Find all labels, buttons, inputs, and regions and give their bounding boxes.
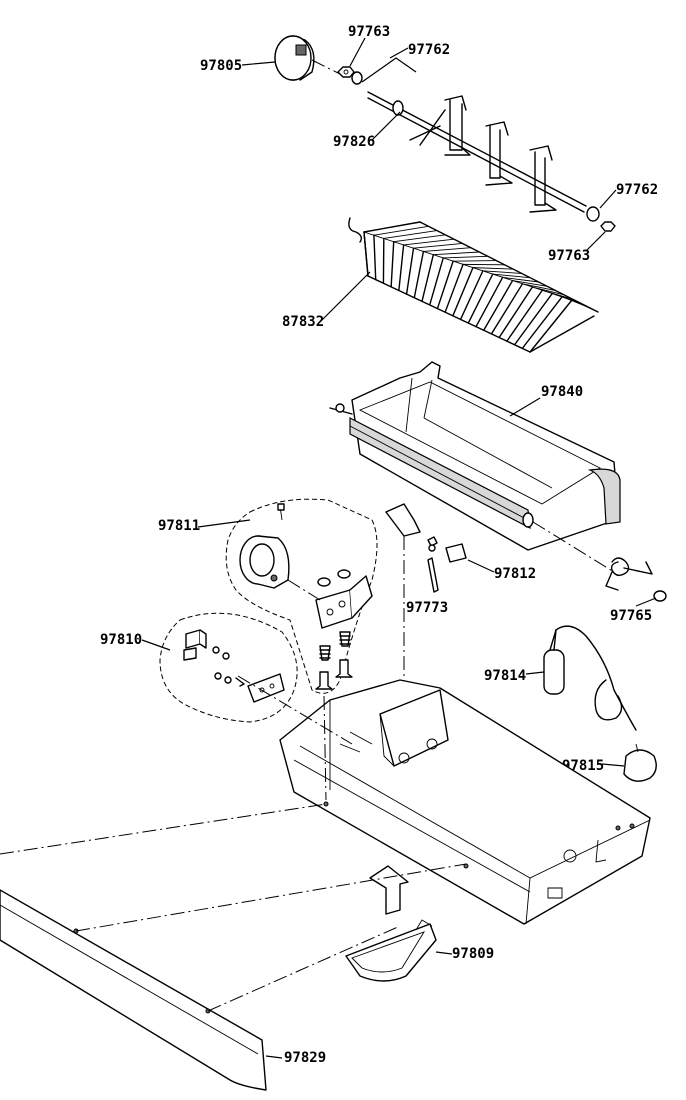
insert-direction-arrow xyxy=(369,865,409,915)
rack-crossbar xyxy=(522,283,556,292)
rack-crossbar xyxy=(532,286,565,296)
label-97762-top: 97762 xyxy=(408,42,450,58)
rack-crossbar xyxy=(393,234,446,243)
rack-bar xyxy=(506,289,543,342)
rack-bar xyxy=(490,283,524,335)
rack-bar xyxy=(498,286,534,339)
rack-crossbar xyxy=(571,299,599,313)
label-97763-right: 97763 xyxy=(548,248,590,264)
rack-bar xyxy=(521,296,563,350)
label-97763-top: 97763 xyxy=(348,24,390,40)
rack-bar xyxy=(459,270,484,321)
rack-bar xyxy=(429,257,444,306)
part-97814-heater-cable xyxy=(543,625,637,731)
label-97765: 97765 xyxy=(610,608,652,624)
rack-crossbar xyxy=(482,270,522,274)
rack-bar xyxy=(405,247,415,295)
label-97810: 97810 xyxy=(100,632,142,648)
rack-bar xyxy=(444,263,464,313)
rack-crossbar xyxy=(512,280,548,287)
part-97829-front-panel xyxy=(0,803,467,1091)
rack-crossbar xyxy=(413,242,463,249)
rack-bar xyxy=(529,299,573,353)
part-97765-spring xyxy=(605,557,667,602)
rack-bar xyxy=(483,279,514,331)
rack-bar xyxy=(363,231,369,277)
label-97812: 97812 xyxy=(494,566,536,582)
label-97826: 97826 xyxy=(333,134,375,150)
rack-bar xyxy=(398,244,405,292)
rack-crossbar xyxy=(423,247,471,252)
part-87832-wire-rack xyxy=(348,217,599,353)
rack-bar xyxy=(475,276,504,328)
part-97805-motor xyxy=(274,35,341,81)
label-97773: 97773 xyxy=(406,600,448,616)
rack-bar xyxy=(373,234,377,281)
rack-crossbar xyxy=(502,276,539,283)
label-97809: 97809 xyxy=(452,946,494,962)
part-97811-motor-mount-group xyxy=(225,498,378,694)
part-97812-bracket xyxy=(385,503,467,688)
rack-bar xyxy=(421,253,435,303)
rack-bar xyxy=(436,260,454,310)
rack-bar xyxy=(390,241,395,288)
label-97811: 97811 xyxy=(158,518,200,534)
part-97815-knob xyxy=(623,743,657,782)
part-97762-bushing-right xyxy=(586,206,600,222)
label-97762-right: 97762 xyxy=(616,182,658,198)
label-97805: 97805 xyxy=(200,58,242,74)
part-97840-ice-bucket xyxy=(329,361,621,573)
part-97763-nut-top xyxy=(337,66,355,78)
rack-crossbar xyxy=(492,273,531,279)
part-97763-nut-right xyxy=(600,221,616,232)
rack-bar xyxy=(413,250,425,299)
part-97809-drip-tray xyxy=(345,919,437,982)
rack-crossbar xyxy=(433,251,480,256)
rack-crossbar xyxy=(373,225,429,236)
rack-crossbar xyxy=(542,289,573,300)
rack-bar xyxy=(452,266,474,317)
part-97810-switch-group xyxy=(159,612,298,723)
rack-crossbar xyxy=(472,267,514,270)
rack-crossbar xyxy=(403,238,454,246)
label-87832: 87832 xyxy=(282,314,324,330)
rack-crossbar xyxy=(363,221,421,233)
rack-crossbar xyxy=(453,260,497,262)
label-97814: 97814 xyxy=(484,668,526,684)
label-97829: 97829 xyxy=(284,1050,326,1066)
part-97762-bushing-top xyxy=(351,71,363,85)
label-97840: 97840 xyxy=(541,384,583,400)
part-97826-shaft-assembly xyxy=(367,91,587,213)
rack-crossbar xyxy=(443,255,488,259)
rack-bar xyxy=(467,273,494,324)
rack-crossbar xyxy=(383,230,438,239)
dispenser-housing xyxy=(237,675,651,925)
rack-bar xyxy=(513,292,553,346)
